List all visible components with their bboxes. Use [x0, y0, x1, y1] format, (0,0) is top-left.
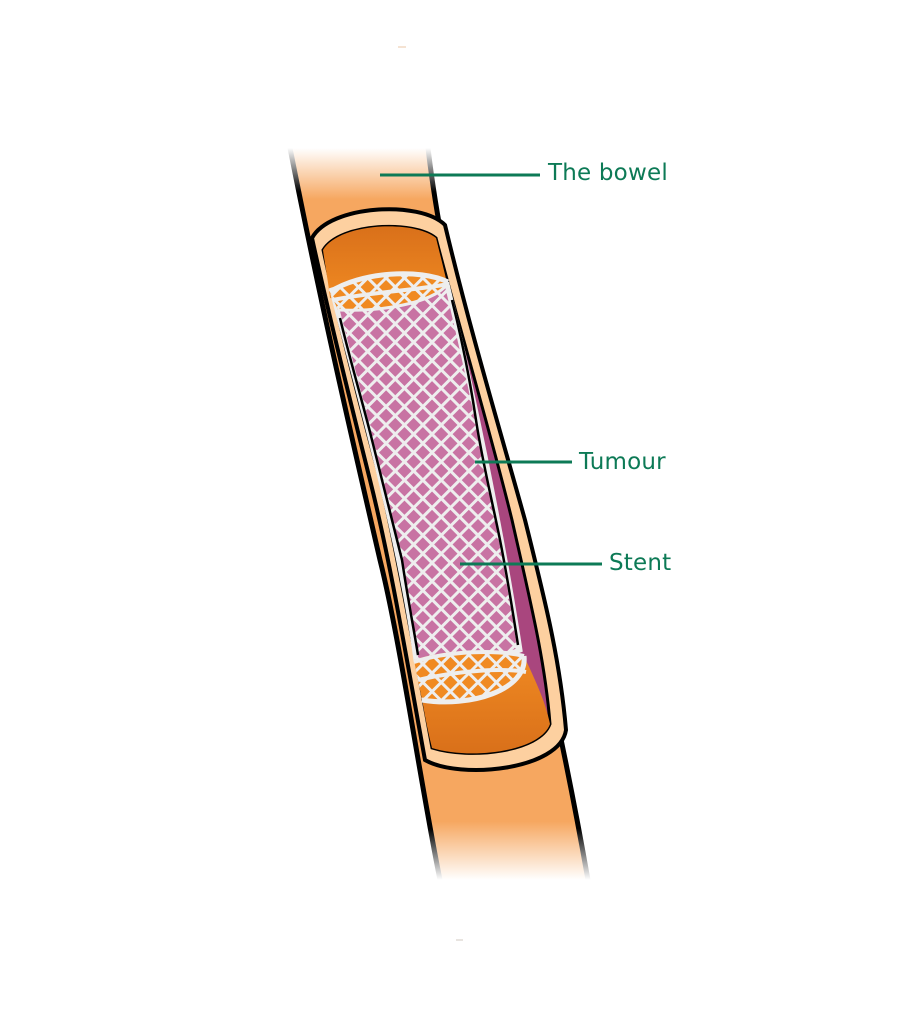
- label-tumour: Tumour: [579, 449, 666, 475]
- label-stent: Stent: [609, 550, 672, 576]
- artifact-mark-top: [398, 46, 406, 48]
- label-the-bowel: The bowel: [548, 160, 668, 186]
- artifact-mark-bottom: [456, 939, 463, 941]
- stent-bottom-flare: [413, 650, 527, 705]
